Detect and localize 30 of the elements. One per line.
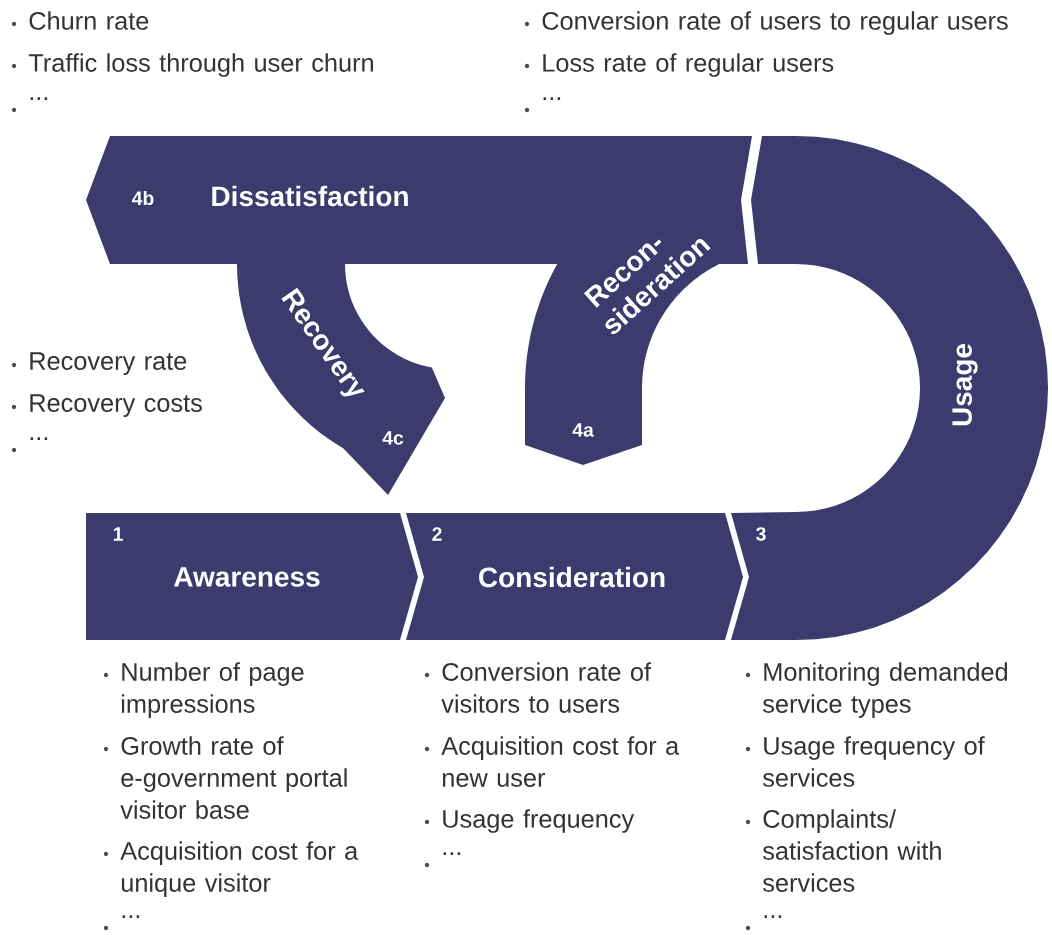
node-label: 1 [113,527,123,541]
list-item: Churn rate [11,11,149,30]
list-item: Number of page impressions [103,662,304,718]
list-item: Acquisition cost for a unique visitor [103,841,359,897]
list-item: Usage frequency [424,809,635,833]
node-label: 2 [432,527,442,541]
node-label: 4c [382,431,404,445]
list-item: Recovery costs [11,394,202,417]
list-item: ... [524,97,561,113]
node-label: 4a [572,423,594,437]
list-item: Complaints/ satisfaction with services [745,809,941,892]
node-label: Consideration [479,566,665,588]
list-item: Loss rate of regular users [524,53,834,77]
list-item: ... [103,915,140,931]
stage-band: 1 Awareness [86,513,418,640]
list-item: Usage frequency of services [745,736,985,787]
stage-band: 2 Consideration [406,513,743,640]
list-item: Acquisition cost for a new user [424,736,680,787]
list-item: ... [11,437,48,453]
list-item: Traffic loss through user churn [11,53,373,77]
stage-band: Usage 3 [731,136,1048,640]
list-item: Conversion rate of visitors to users [424,662,652,713]
list-item: Recovery rate [11,352,187,375]
list-item: Monitoring demanded service types [745,662,1008,718]
list-item: Conversion rate of users to regular users [524,11,1008,35]
list-item: ... [11,97,48,113]
list-item: ... [424,852,461,868]
node-label: Awareness [174,567,320,587]
list-item: Growth rate of e-government portal visitor base [103,736,347,819]
list-item: ... [745,915,782,931]
